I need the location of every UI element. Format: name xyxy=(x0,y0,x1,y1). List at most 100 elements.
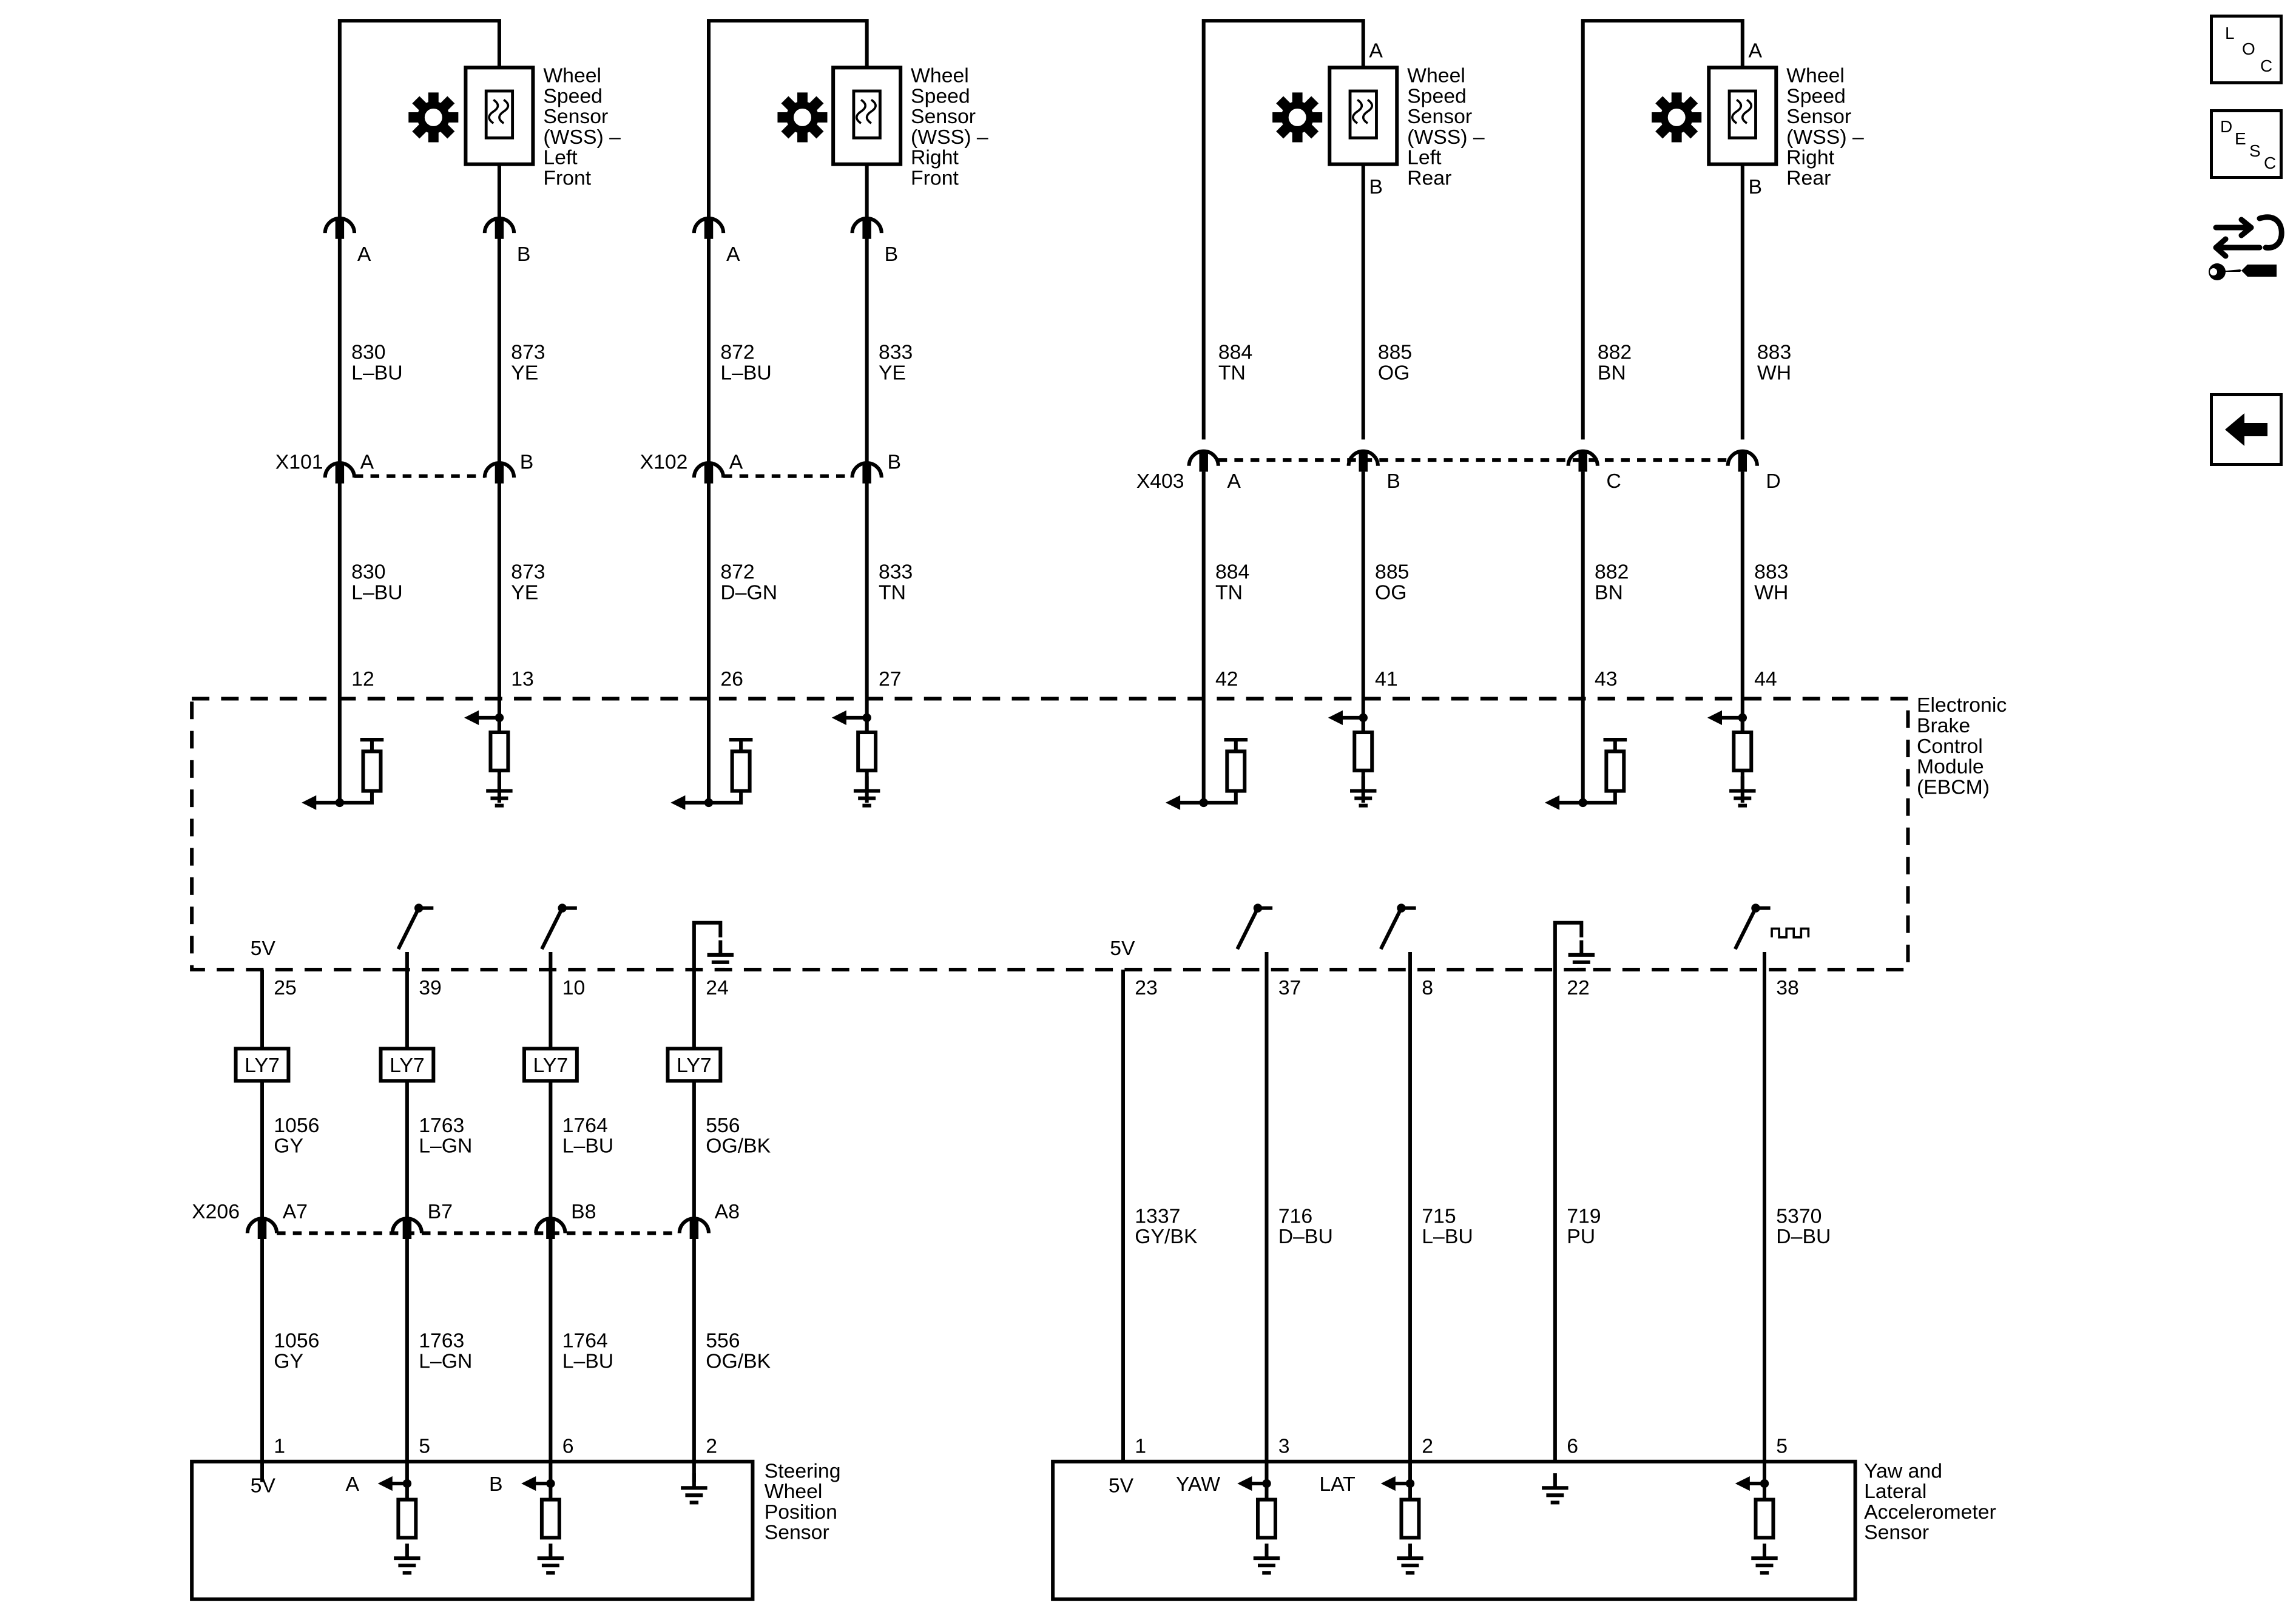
wss-rr-gear-icon-tooth xyxy=(1689,112,1702,123)
sig-dot-0 xyxy=(335,798,345,808)
sig-arrow-4-icon xyxy=(1165,795,1181,810)
ll-lower-label-3-line: 556 xyxy=(706,1329,740,1352)
wss-lr-gear-icon-hole xyxy=(1288,108,1306,126)
ebcm-ground-left-icon xyxy=(707,940,734,971)
sig-pullup-2 xyxy=(729,738,753,752)
yaw-label-line: Sensor xyxy=(1864,1521,1929,1544)
wss-lf-gear-icon xyxy=(408,92,459,143)
rl-ebcm-pin-4: 38 xyxy=(1776,976,1799,999)
x206-connector-3-icon-pin xyxy=(689,1218,699,1239)
ll-sensor-pin-3: 2 xyxy=(706,1434,717,1457)
rl-wire-label-4-line: 5370 xyxy=(1776,1204,1822,1227)
wss-rf-gear-icon-tooth xyxy=(777,112,789,123)
conn-pin-6: C xyxy=(1606,470,1621,493)
ebcm-label-line: Electronic xyxy=(1917,694,2007,717)
wss-lr-pin-b: B xyxy=(1369,175,1383,198)
wss-rr-gear-icon-hole xyxy=(1667,108,1686,126)
mid-connector-2-icon xyxy=(692,461,726,484)
wss-lr-label-line: Left xyxy=(1407,146,1442,169)
top-connector-1-icon-pin xyxy=(495,218,504,239)
ebcm-switch-right-1-icon-blade xyxy=(1235,907,1260,950)
res-ground-5-icon xyxy=(1350,776,1377,808)
conn-pin-0: A xyxy=(360,451,374,474)
swps-5v-label: 5V xyxy=(251,1474,276,1497)
wss-rr-label-line: Speed xyxy=(1786,84,1846,107)
sig-pullup-6 xyxy=(1603,738,1627,752)
mid-connector-4-icon-pin xyxy=(1199,451,1208,472)
sig-pullup-4 xyxy=(1224,738,1248,752)
mid-connector-3-icon-pin xyxy=(862,462,871,484)
ll-sensor-pin-0: 1 xyxy=(274,1434,285,1457)
loc-button[interactable]: L O C xyxy=(2210,15,2283,84)
wss-rr-pin-b: B xyxy=(1748,175,1762,198)
ll-sensor-pin-2: 6 xyxy=(562,1434,574,1457)
upper-wire-label-2-line: 872 xyxy=(720,341,754,364)
res-arrow-1-icon xyxy=(464,710,479,725)
ll-upper-label-0-line: 1056 xyxy=(274,1114,319,1137)
ebcm-ground-right-icon xyxy=(1568,940,1595,971)
swps-label-line: Wheel xyxy=(765,1480,823,1503)
connector-tool-icon xyxy=(2209,214,2284,280)
ebcm-pin-3: 27 xyxy=(879,667,902,690)
ll-lower-label-0-line: GY xyxy=(274,1349,303,1372)
wss-lf-gear-icon-tooth xyxy=(428,92,439,104)
yaw-ground-2-icon xyxy=(1397,1543,1423,1575)
ebcm-switch-left-2-icon xyxy=(540,906,577,950)
x403-label: X403 xyxy=(1136,470,1184,493)
wss-rf-gear-icon-hole xyxy=(793,108,811,126)
lower-wire-label-0-line: L–BU xyxy=(351,581,402,604)
yaw-ground-pin6-icon xyxy=(1542,1473,1568,1505)
lower-wire-label-7-line: WH xyxy=(1754,581,1788,604)
top-connector-2-icon-pin xyxy=(704,218,714,239)
connector-tool-button[interactable] xyxy=(2204,200,2289,285)
wss-lf-label-line: Front xyxy=(543,166,591,189)
wss-rr-label-line: Rear xyxy=(1786,166,1831,189)
ll-upper-label-2-line: 1764 xyxy=(562,1114,608,1137)
swps-out-arrow-1-icon xyxy=(377,1476,393,1491)
res-dot-7 xyxy=(1738,713,1747,723)
ll-lower-label-3-line: OG/BK xyxy=(706,1349,771,1372)
yaw-box xyxy=(1051,1459,1857,1601)
rl-wire-label-4-line: D–BU xyxy=(1776,1225,1831,1248)
wss-rf-gear-icon-tooth xyxy=(815,112,828,123)
ll-lower-label-1-line: 1763 xyxy=(419,1329,464,1352)
wss-lf-label-line: Speed xyxy=(543,84,603,107)
swps-out-label-2: B xyxy=(489,1473,503,1496)
desc-letter-e: E xyxy=(2235,129,2246,148)
wss-lf-label-line: (WSS) – xyxy=(543,126,621,149)
mid-connector-3-icon xyxy=(850,461,883,484)
lower-wire-label-6-line: BN xyxy=(1595,581,1623,604)
yaw-dot-1 xyxy=(1262,1479,1271,1488)
ll-ebcm-pin-3: 24 xyxy=(706,976,729,999)
conn-pin-1: B xyxy=(520,451,534,474)
ebcm-switch-left-1-icon-dot xyxy=(414,903,424,913)
yaw-ground-1-icon xyxy=(1253,1543,1280,1575)
wss-rf-label-line: Speed xyxy=(911,84,970,107)
mid-connector-7-icon xyxy=(1726,449,1759,472)
back-button[interactable] xyxy=(2210,393,2283,466)
yaw-resistor-2-icon xyxy=(1399,1497,1421,1540)
ll-ebcm-pin-0: 25 xyxy=(274,976,297,999)
yaw-5v-label: 5V xyxy=(1109,1474,1134,1497)
yaw-out-label-2: LAT xyxy=(1319,1473,1355,1496)
wss-lf-label-line: Sensor xyxy=(543,105,608,128)
wss-rr-label-line: (WSS) – xyxy=(1786,126,1864,149)
conn-pin-2: A xyxy=(729,451,743,474)
upper-wire-label-3-line: 833 xyxy=(879,341,913,364)
res-ground-7-icon xyxy=(1729,776,1756,808)
desc-button[interactable]: D E S C xyxy=(2210,109,2283,179)
swps-dot-2 xyxy=(546,1479,555,1488)
wss-lf-gear-icon-tooth xyxy=(447,112,459,123)
upper-wire-label-0-line: 830 xyxy=(351,341,385,364)
x206-connector-2-icon-pin xyxy=(546,1218,555,1239)
lower-wire-label-5-line: OG xyxy=(1375,581,1407,604)
loc-letter-l: L xyxy=(2225,24,2235,42)
res-ground-1-icon xyxy=(486,776,513,808)
upper-wire-label-2-line: L–BU xyxy=(720,361,771,384)
lower-wire-label-3-line: 833 xyxy=(879,561,913,584)
rl-wire-label-2-line: L–BU xyxy=(1422,1225,1473,1248)
top-connector-0-icon xyxy=(323,217,357,239)
upper-wire-label-7-line: 883 xyxy=(1757,341,1791,364)
wss-lr-label-line: Wheel xyxy=(1407,64,1465,87)
